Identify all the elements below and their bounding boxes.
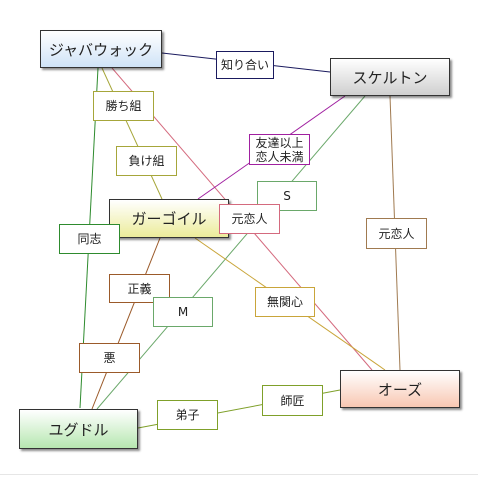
edge-gargoyle-yugdor: [91, 237, 161, 410]
label-indifferent: 無関心: [255, 287, 315, 317]
label-ex-lover-skeleton: 元恋人: [366, 218, 427, 249]
node-gargoyle[interactable]: ガーゴイル: [109, 199, 229, 238]
node-oz[interactable]: オーズ: [340, 370, 460, 408]
label-loser: 負け組: [116, 146, 177, 176]
label-evil: 悪: [79, 343, 140, 373]
divider: [0, 474, 478, 475]
label-apprentice: 弟子: [157, 400, 218, 430]
edge-jabberwock-gargoyle: [101, 67, 163, 200]
node-yugdor[interactable]: ユグドル: [19, 409, 138, 449]
label-friend: 友達以上 恋人未満: [249, 134, 310, 165]
label-ex-lover-gargoyle: 元恋人: [219, 204, 280, 234]
label-m: M: [153, 297, 213, 327]
label-s: S: [257, 181, 317, 211]
edge-skeleton-yugdor: [96, 95, 366, 410]
label-winner: 勝ち組: [93, 91, 154, 121]
label-friend-line2: 恋人未満: [255, 149, 304, 164]
node-jabberwock[interactable]: ジャバウォック: [40, 30, 162, 68]
label-comrade: 同志: [59, 224, 120, 254]
node-skeleton[interactable]: スケルトン: [330, 58, 450, 96]
label-acquaintance: 知り合い: [216, 51, 274, 79]
label-master: 師匠: [262, 385, 323, 416]
label-friend-line1: 友達以上: [255, 135, 304, 150]
